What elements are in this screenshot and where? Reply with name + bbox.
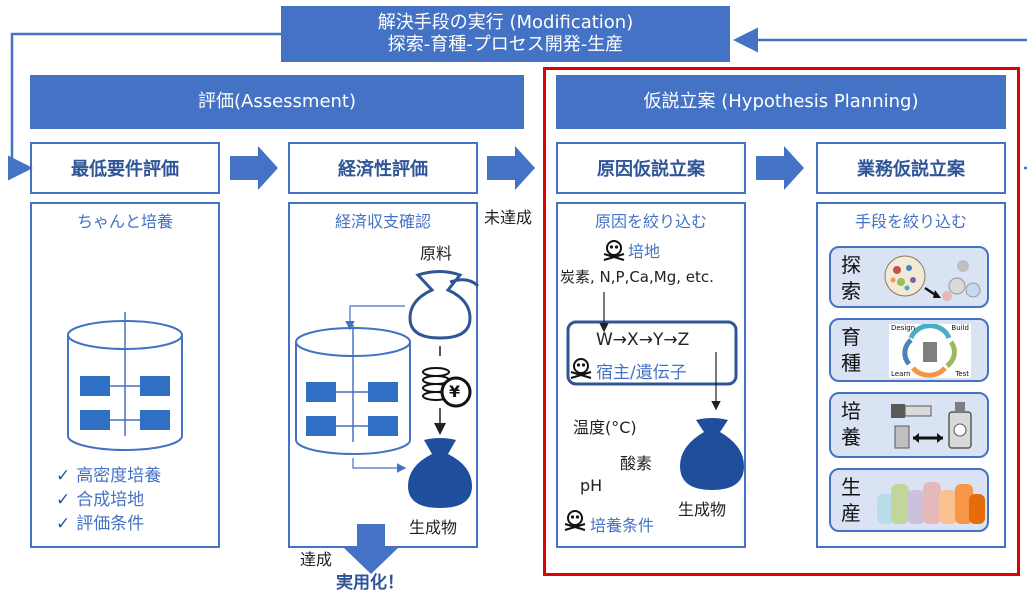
yen-icon: ¥ [449, 382, 461, 401]
modification-title: 解決手段の実行 (Modification) [377, 12, 634, 33]
step-min-requirement-label: 最低要件評価 [71, 159, 179, 180]
culture-condition-label: 培養条件 [590, 516, 655, 535]
unmet-label: 未達成 [484, 208, 533, 227]
check-item: ✓合成培地 [56, 488, 161, 512]
production-plant-image [877, 482, 985, 524]
bioreactor-icon-2 [295, 305, 411, 473]
tile-production: 生産 [829, 468, 989, 532]
step-economic: 経済性評価 [288, 142, 478, 194]
tile-breeding-label: 育種 [841, 325, 861, 375]
bioreactor-icon-1 [67, 312, 183, 451]
step-economic-label: 経済性評価 [338, 159, 428, 180]
tile-production-label: 生産 [841, 475, 861, 525]
feedback-line-left [8, 32, 281, 181]
tile-exploration-label: 探索 [841, 253, 861, 303]
ph-label: pH [580, 476, 603, 495]
check-icon: ✓ [56, 514, 71, 534]
assessment-banner: 評価(Assessment) [30, 75, 524, 129]
panel1-subtitle: ちゃんと培養 [76, 212, 173, 231]
product-label-2: 生成物 [409, 518, 458, 537]
panel-min-requirement [30, 202, 220, 548]
check-label: 合成培地 [76, 490, 145, 510]
oxygen-label: 酸素 [620, 454, 653, 473]
skull-icon-medium [603, 240, 625, 261]
block-arrow-2 [487, 146, 535, 190]
block-arrow-3 [756, 146, 804, 190]
microbes-image [884, 255, 981, 301]
product-bag-icon-2 [408, 438, 472, 508]
host-gene-label: 宿主/遺伝子 [596, 363, 687, 383]
hypothesis-banner: 仮説立案 (Hypothesis Planning) [556, 75, 1006, 129]
raw-material-bag-icon [408, 270, 480, 340]
dbtl-test: Test [955, 370, 969, 378]
coins-icon [422, 346, 472, 435]
hypothesis-highlight-frame [543, 67, 1020, 576]
tile-breeding: 育種 Design Build Test Learn [829, 318, 989, 382]
block-arrow-1 [230, 146, 278, 190]
panel3-subtitle: 原因を絞り込む [594, 212, 707, 231]
dbtl-build: Build [951, 324, 969, 332]
tile-exploration: 探索 [829, 246, 989, 308]
assessment-banner-label: 評価(Assessment) [197, 91, 357, 112]
pathway-label: W→X→Y→Z [596, 330, 690, 350]
block-arrow-down [344, 524, 398, 574]
step-min-requirement: 最低要件評価 [30, 142, 220, 194]
medium-label: 培地 [628, 242, 661, 261]
step-business-hypothesis: 業務仮説立案 [816, 142, 1006, 194]
temperature-label: 温度(°C) [573, 418, 637, 437]
check-icon: ✓ [56, 466, 71, 486]
step-business-label: 業務仮説立案 [857, 159, 965, 180]
product-label-3: 生成物 [678, 500, 727, 519]
dbtl-design: Design [891, 324, 916, 332]
modification-subtitle: 探索-育種-プロセス開発-生産 [387, 34, 624, 55]
practical-label: 実用化！ [336, 573, 404, 593]
pathway-box [566, 320, 738, 386]
elements-label: 炭素, N,P,Ca,Mg, etc. [560, 268, 714, 286]
hypothesis-banner-label: 仮説立案 (Hypothesis Planning) [643, 91, 919, 112]
check-item: ✓評価条件 [56, 512, 161, 536]
step-cause-hypothesis: 原因仮説立案 [556, 142, 746, 194]
achieved-label: 達成 [300, 550, 333, 569]
raw-material-label: 原料 [420, 244, 453, 263]
tile-culture-label: 培養 [841, 399, 861, 449]
dbtl-cycle-image: Design Build Test Learn [889, 324, 971, 378]
skull-icon-host [570, 358, 592, 379]
skull-icon-culture [564, 510, 586, 531]
culture-equipment-image [891, 402, 972, 449]
tile-culture: 培養 [829, 392, 989, 458]
modification-banner: 解決手段の実行 (Modification) 探索-育種-プロセス開発-生産 [281, 6, 730, 62]
check-icon: ✓ [56, 490, 71, 510]
check-item: ✓高密度培養 [56, 464, 161, 488]
check-list: ✓高密度培養 ✓合成培地 ✓評価条件 [56, 464, 161, 536]
panel2-subtitle: 経済収支確認 [334, 212, 431, 231]
product-bag-icon-3 [680, 418, 744, 490]
check-label: 評価条件 [76, 514, 145, 534]
panel-cause [556, 202, 746, 548]
step-cause-label: 原因仮説立案 [597, 159, 705, 180]
panel4-subtitle: 手段を絞り込む [854, 212, 967, 231]
check-label: 高密度培養 [76, 466, 162, 486]
dbtl-learn: Learn [891, 370, 911, 378]
